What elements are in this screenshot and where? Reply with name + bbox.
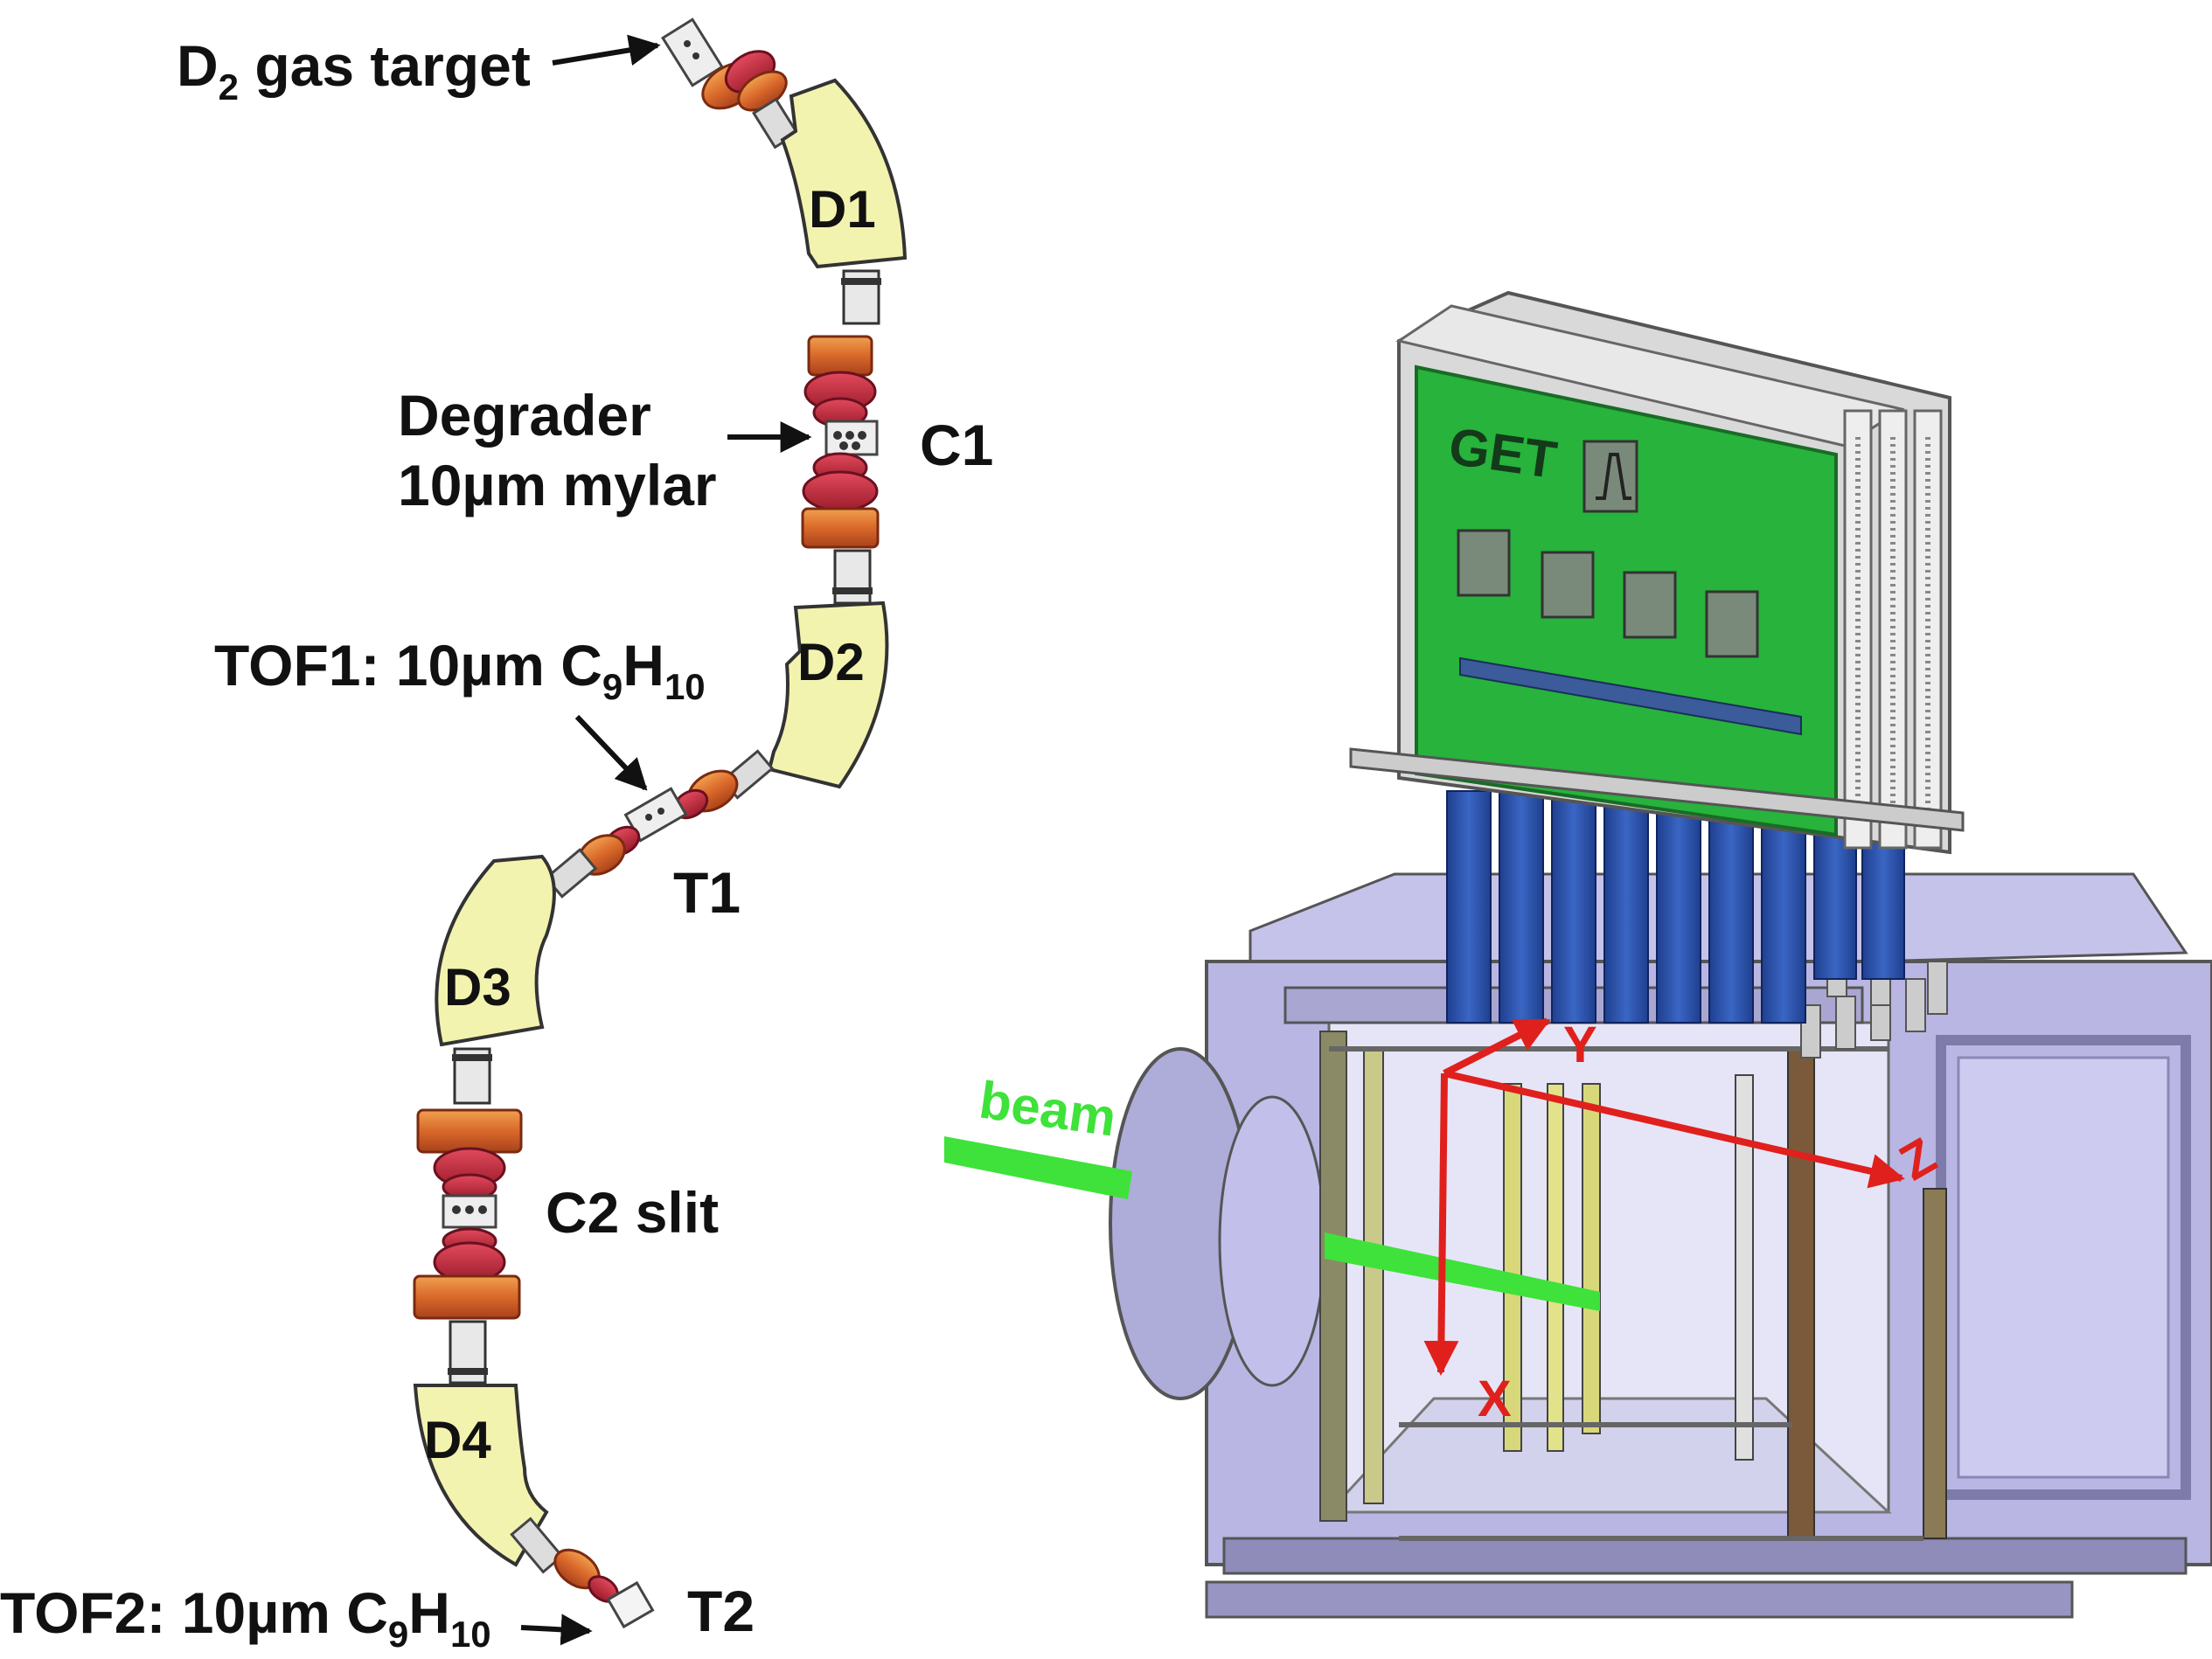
tof2-arrow [520, 1614, 593, 1646]
chamber-base-plate [1205, 1580, 2074, 1619]
entrance-window [1218, 1095, 1326, 1387]
quad-stack-c1 [801, 335, 880, 549]
y-axis-label: Y [1563, 1017, 1597, 1073]
y-axis-arrow [1443, 1017, 1551, 1077]
get-electronics: GET [1349, 290, 1965, 855]
d1-label: D1 [809, 180, 876, 239]
degrader-label-line1: Degrader [398, 383, 651, 448]
chip-pulse [1582, 440, 1638, 513]
quad-stack-c2 [413, 1108, 523, 1320]
x-axis-label: X [1478, 1371, 1512, 1427]
detector: GET beam X Y Z [944, 290, 2212, 1619]
d4-label: D4 [424, 1411, 491, 1469]
t2-assembly [510, 1517, 655, 1629]
dipole-d2 [767, 600, 889, 789]
pipe-flange [841, 278, 881, 285]
z-axis-arrow [1443, 1070, 1905, 1189]
x-axis-arrow [1423, 1072, 1459, 1376]
tof1-arrow [574, 714, 648, 791]
beamline-labels: D2 gas target Degrader 10µm mylar C1 TOF… [0, 33, 993, 1655]
degrader-label-line2: 10µm mylar [398, 453, 717, 517]
tof1-label: TOF1: 10µm C9H10 [214, 633, 706, 707]
gas-target-assembly [661, 17, 799, 149]
tof2-chamber [606, 1580, 655, 1629]
connector-rail [1459, 656, 1802, 736]
chip-4 [1705, 590, 1759, 658]
beam-pipe [833, 549, 872, 605]
pipe-flange [448, 1368, 488, 1375]
chip-3 [1623, 571, 1677, 639]
field-cage [1319, 1031, 1947, 1541]
dipole-d1 [780, 78, 908, 269]
beam-line-outer [944, 1136, 1132, 1199]
pipe-flange [452, 1054, 492, 1061]
tof2-label: TOF2: 10µm C9H10 [0, 1580, 491, 1655]
d2-label: D2 [797, 633, 865, 691]
gas-target-label: D2 gas target [177, 33, 531, 108]
chip-1 [1457, 529, 1511, 597]
gas-target-arrow [552, 34, 661, 66]
side-window [1957, 1056, 2170, 1479]
t1-label: T1 [673, 860, 741, 925]
crate-rail [1349, 747, 1965, 832]
t2-label: T2 [687, 1579, 755, 1643]
c1-label: C1 [920, 413, 993, 477]
chamber-base [1222, 1537, 2188, 1575]
beamline: D1 D2 [413, 17, 908, 1629]
beam-track-inner [1325, 1232, 1600, 1311]
chip-2 [1541, 551, 1595, 619]
coordinate-axes: X Y Z [1423, 1017, 1945, 1427]
beam-label: beam [976, 1071, 1120, 1148]
dipole-d4 [413, 1384, 549, 1567]
d3-label: D3 [444, 958, 511, 1017]
t1-assembly [544, 749, 775, 899]
dipole-d3 [435, 854, 556, 1047]
c2-slit-label: C2 slit [546, 1180, 719, 1245]
pipe-flange [832, 587, 873, 594]
